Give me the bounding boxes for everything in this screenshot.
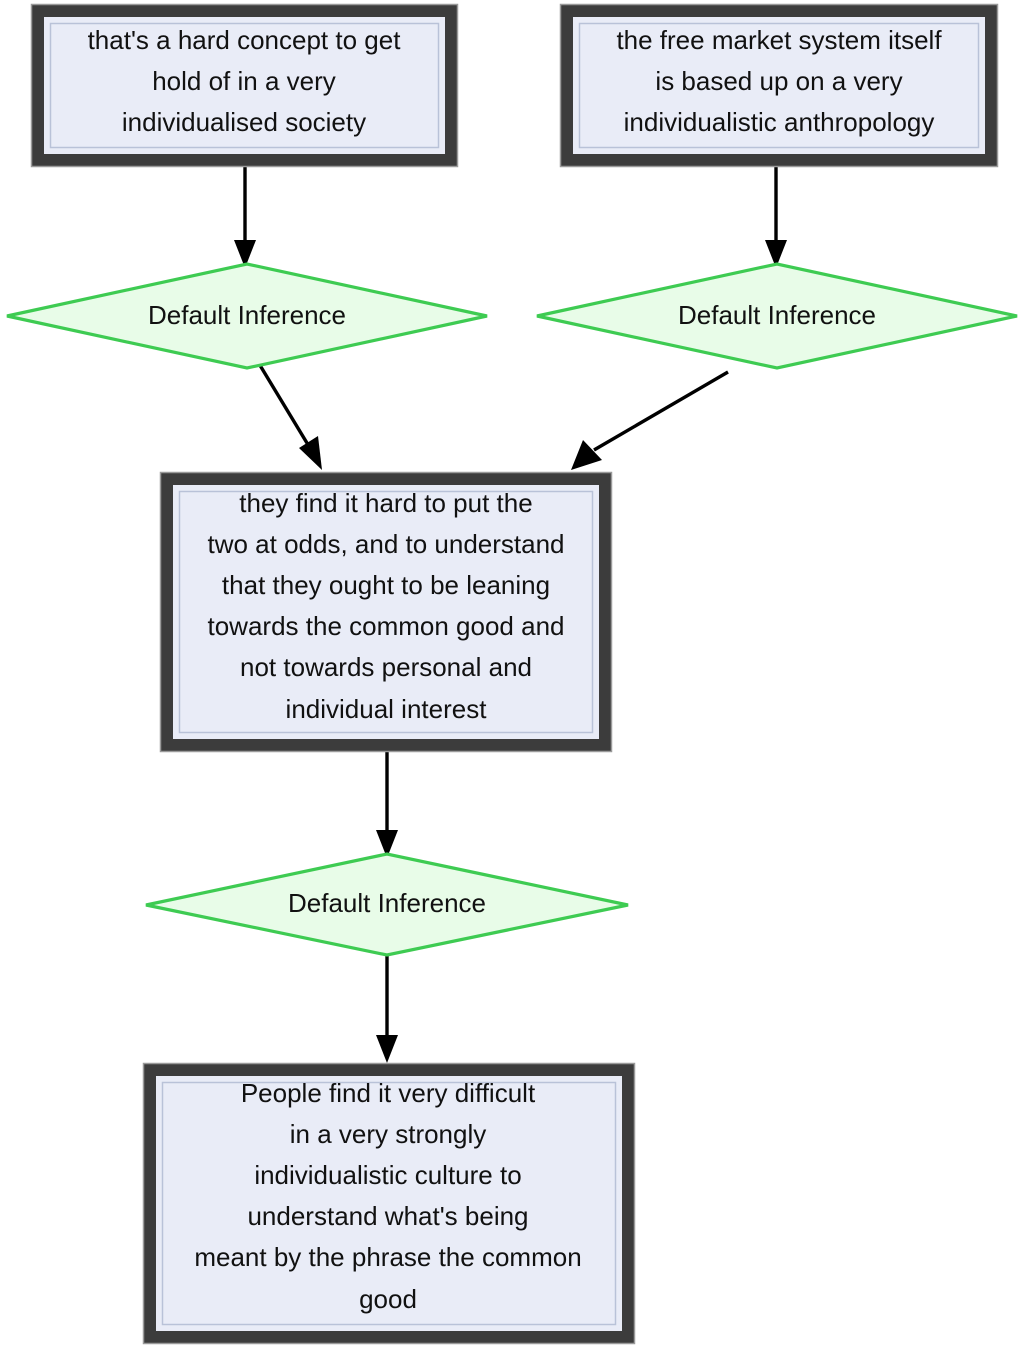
proposition-line: People find it very difficult bbox=[241, 1078, 536, 1108]
inference-label: Default Inference bbox=[288, 888, 486, 918]
edge-inference-right-to-middle bbox=[571, 370, 729, 470]
proposition-line: in a very strongly bbox=[290, 1119, 487, 1149]
edge-inference-bottom-to-prop-bottom bbox=[376, 952, 398, 1063]
proposition-node-middle[interactable]: they find it hard to put the two at odds… bbox=[159, 471, 613, 753]
proposition-line: meant by the phrase the common bbox=[194, 1242, 581, 1272]
proposition-line: is based up on a very bbox=[655, 66, 902, 96]
proposition-line: individualistic culture to bbox=[254, 1160, 521, 1190]
proposition-line: that's a hard concept to get bbox=[88, 25, 402, 55]
inference-node-left[interactable]: Default Inference bbox=[6, 262, 488, 370]
inference-node-bottom[interactable]: Default Inference bbox=[145, 852, 629, 957]
inference-label: Default Inference bbox=[678, 300, 876, 330]
proposition-line: towards the common good and bbox=[208, 611, 565, 641]
proposition-line: the free market system itself bbox=[616, 25, 942, 55]
proposition-node-top-left[interactable]: that's a hard concept to get hold of in … bbox=[30, 3, 459, 168]
proposition-line: that they ought to be leaning bbox=[222, 570, 550, 600]
proposition-line: they find it hard to put the bbox=[239, 488, 532, 518]
proposition-line: good bbox=[359, 1284, 417, 1314]
edge-inference-left-to-middle bbox=[256, 361, 322, 470]
proposition-node-bottom[interactable]: People find it very difficult in a very … bbox=[142, 1062, 636, 1345]
edge-top-right-to-inference-right bbox=[765, 167, 787, 268]
proposition-line: individualistic anthropology bbox=[624, 107, 935, 137]
inference-label: Default Inference bbox=[148, 300, 346, 330]
proposition-line: individualised society bbox=[122, 107, 366, 137]
proposition-line: not towards personal and bbox=[240, 652, 532, 682]
proposition-line: understand what's being bbox=[247, 1201, 528, 1231]
proposition-line: two at odds, and to understand bbox=[207, 529, 564, 559]
edge-top-left-to-inference-left bbox=[234, 167, 256, 268]
proposition-line: hold of in a very bbox=[152, 66, 336, 96]
inference-node-right[interactable]: Default Inference bbox=[536, 262, 1018, 370]
proposition-node-top-right[interactable]: the free market system itself is based u… bbox=[559, 3, 999, 168]
proposition-line: individual interest bbox=[286, 694, 488, 724]
edge-middle-to-inference-bottom bbox=[376, 752, 398, 858]
